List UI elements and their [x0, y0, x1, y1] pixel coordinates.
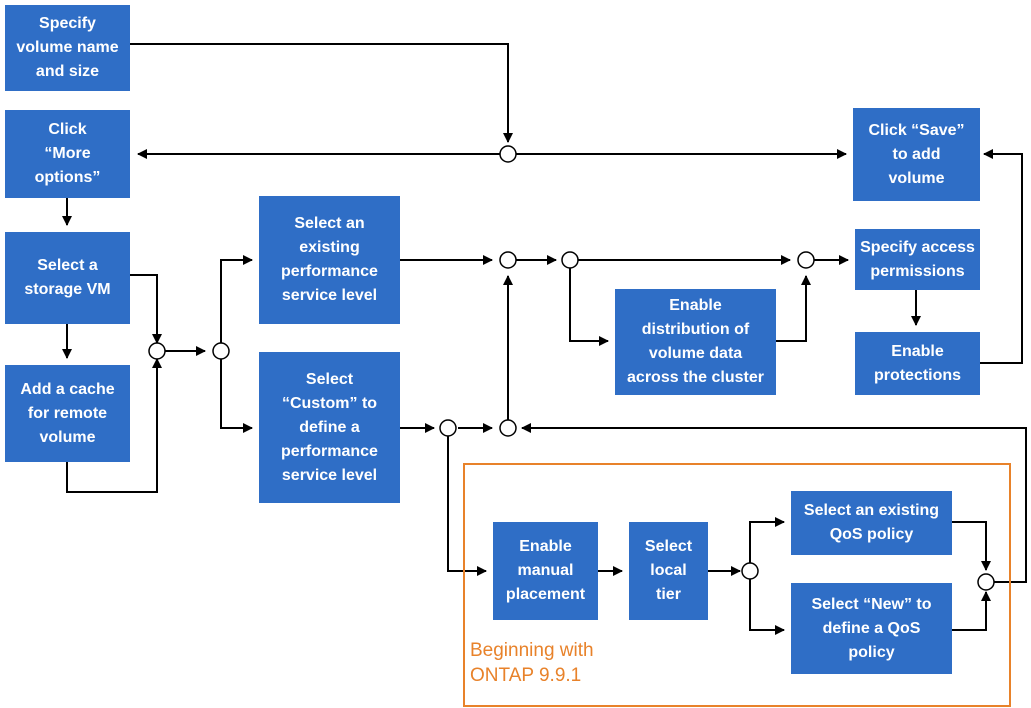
junction [148, 342, 166, 360]
existing-qos-policy-box: Select an existing QoS policy [791, 491, 952, 555]
connector [130, 274, 162, 344]
add-cache-box: Add a cache for remote volume [5, 365, 130, 462]
specify-volume-name-box: Specify volume name and size [5, 5, 130, 91]
connector [447, 436, 487, 576]
connector [749, 517, 785, 563]
enable-distribution-box: Enable distribution of volume data acros… [615, 289, 776, 395]
custom-performance-level-box: Select “Custom” to define a performance … [259, 352, 400, 503]
connector [66, 358, 162, 493]
new-qos-policy-box: Select “New” to define a QoS policy [791, 583, 952, 674]
connector [220, 359, 253, 433]
click-save-box: Click “Save” to add volume [853, 108, 980, 201]
junction [499, 419, 517, 437]
connector [776, 275, 811, 342]
more-options-box: Click “More options” [5, 110, 130, 198]
region-label: Beginning with ONTAP 9.9.1 [470, 640, 594, 686]
junction [561, 251, 579, 269]
connector [130, 43, 513, 143]
connector [980, 149, 1023, 364]
access-permissions-box: Specify access permissions [855, 229, 980, 290]
junction [797, 251, 815, 269]
enable-protections-box: Enable protections [855, 332, 980, 395]
junction [439, 419, 457, 437]
ontap-991-region [463, 463, 1011, 707]
junction [977, 573, 995, 591]
existing-performance-level-box: Select an existing performance service l… [259, 196, 400, 324]
connector [952, 521, 991, 571]
junction [741, 562, 759, 580]
connector [569, 268, 609, 346]
select-storage-vm-box: Select a storage VM [5, 232, 130, 324]
connector [749, 579, 785, 635]
manual-placement-box: Enable manual placement [493, 522, 598, 620]
junction [499, 251, 517, 269]
junction [499, 145, 517, 163]
connector [220, 255, 253, 343]
connector [952, 591, 991, 631]
junction [212, 342, 230, 360]
select-local-tier-box: Select local tier [629, 522, 708, 620]
